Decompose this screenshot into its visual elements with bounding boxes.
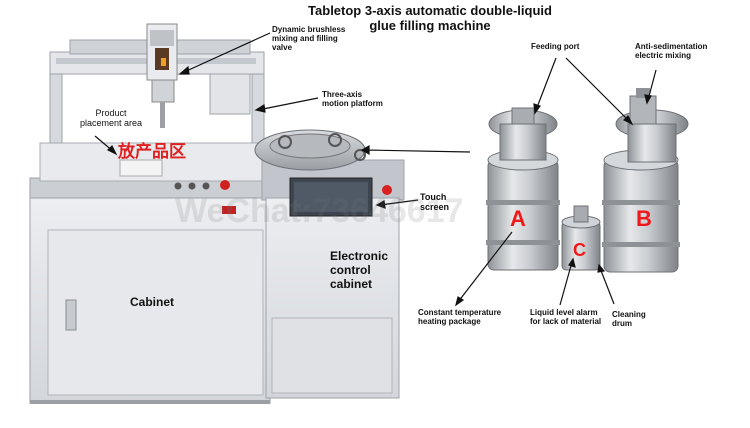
tank-a <box>486 107 560 271</box>
machine-tank-lid <box>254 129 366 171</box>
page-title-line1: Tabletop 3-axis automatic double-liquid <box>308 3 552 18</box>
cabinet-body <box>29 142 271 404</box>
label-feeding-port: Feeding port <box>531 42 580 51</box>
label-touch-screen: Touch screen <box>420 192 450 213</box>
callout-lines <box>94 32 657 307</box>
page-title-line2: glue filling machine <box>369 17 491 33</box>
tank-c-letter: C <box>573 240 586 260</box>
page-title: Tabletop 3-axis automatic double-liquid … <box>300 3 560 34</box>
label-cabinet: Cabinet <box>130 295 175 309</box>
watermark-text: WeChat:73646617 <box>175 192 464 230</box>
tank-a-letter: A <box>510 206 526 231</box>
label-level-alarm: Liquid level alarm for lack of material <box>530 308 602 327</box>
label-anti-sedimentation: Anti-sedimentation electric mixing <box>635 42 708 61</box>
label-cleaning-drum: Cleaning drum <box>612 310 646 329</box>
label-control-cabinet: Electronic control cabinet <box>330 249 389 291</box>
tank-b-letter: B <box>636 206 652 231</box>
tank-c <box>561 205 601 271</box>
tank-b <box>602 88 689 273</box>
label-heating-package: Constant temperature heating package <box>418 308 502 327</box>
mixing-valve <box>146 23 178 128</box>
label-valve: Dynamic brushless mixing and filling val… <box>272 25 346 53</box>
label-motion-platform: Three-axis motion platform <box>322 90 383 109</box>
label-product-area-cn: 放产品区 <box>118 142 186 162</box>
label-product-area: Product placement area <box>80 108 143 129</box>
